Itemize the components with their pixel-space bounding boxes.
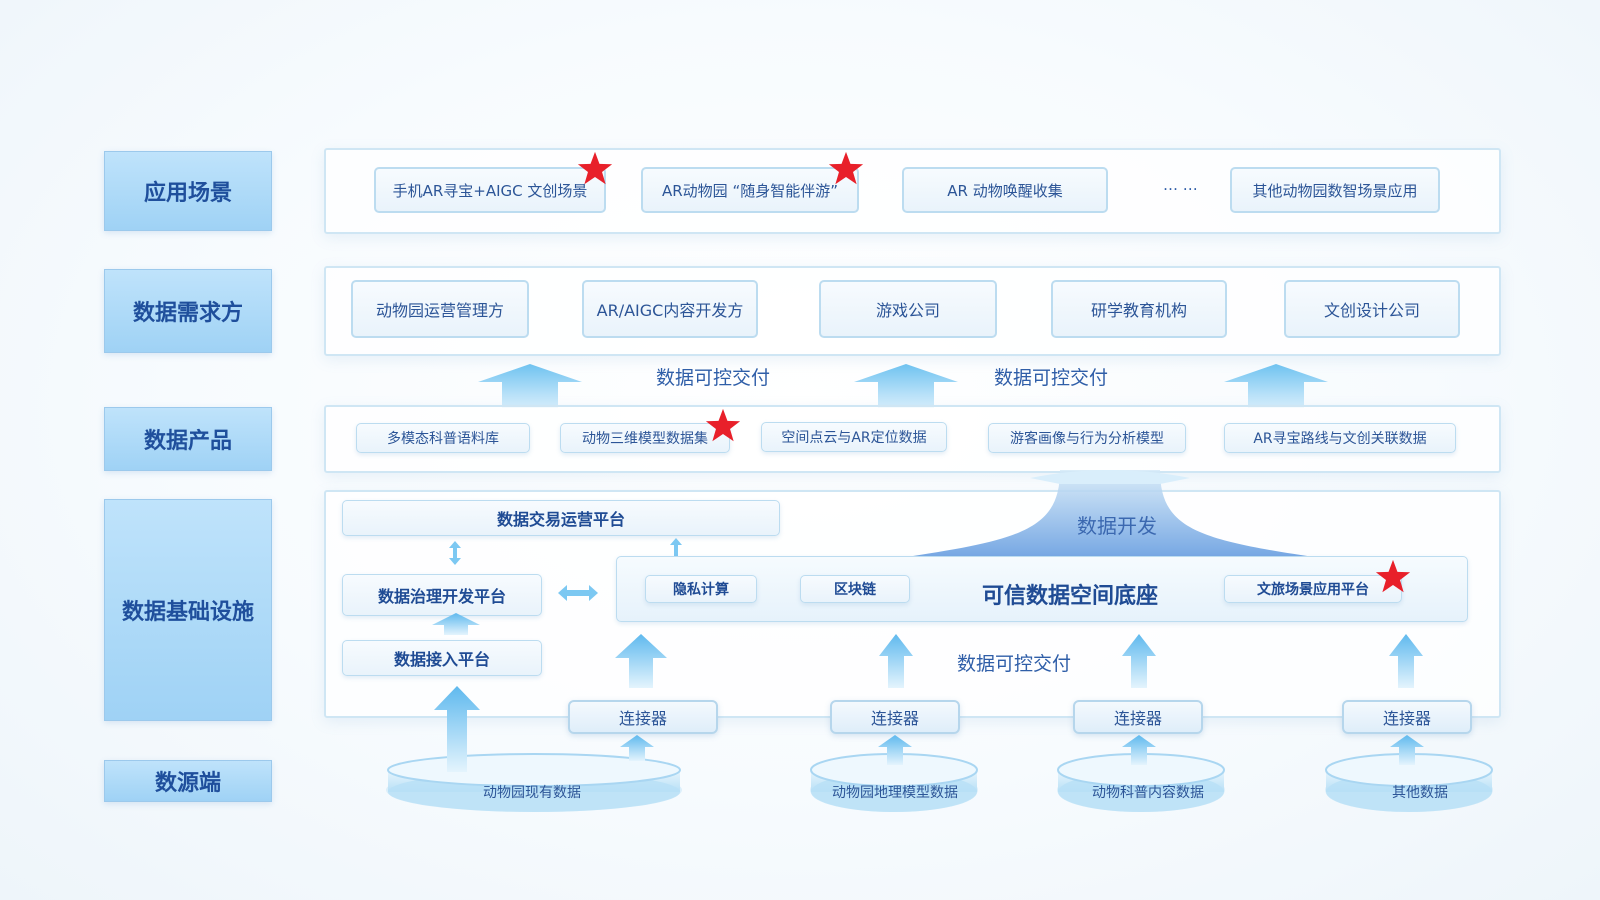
star-icon bbox=[576, 150, 614, 188]
demand-item-education[interactable]: 研学教育机构 bbox=[1051, 280, 1227, 338]
up-arrow-icon bbox=[1224, 364, 1328, 408]
up-arrow-icon bbox=[434, 686, 480, 772]
source-disk-1 bbox=[386, 753, 682, 812]
up-arrow-icon bbox=[878, 735, 912, 765]
up-arrow-icon bbox=[478, 364, 582, 408]
source-disk-4 bbox=[1325, 753, 1493, 812]
bidirectional-arrow-icon bbox=[558, 585, 598, 601]
demand-item-ar-aigc-dev[interactable]: AR/AIGC内容开发方 bbox=[582, 280, 758, 338]
governance-platform[interactable]: 数据治理开发平台 bbox=[342, 574, 542, 616]
app-item-other-scenes[interactable]: 其他动物园数智场景应用 bbox=[1230, 167, 1440, 213]
connector-1[interactable]: 连接器 bbox=[568, 700, 718, 734]
product-item-visitor-profile[interactable]: 游客画像与行为分析模型 bbox=[988, 423, 1186, 453]
tourism-platform[interactable]: 文旅场景应用平台 bbox=[1224, 575, 1402, 603]
up-arrow-icon bbox=[1389, 634, 1423, 688]
demand-item-design-company[interactable]: 文创设计公司 bbox=[1284, 280, 1460, 338]
access-platform[interactable]: 数据接入平台 bbox=[342, 640, 542, 676]
source-label-geo-model: 动物园地理模型数据 bbox=[832, 785, 958, 801]
source-label-existing: 动物园现有数据 bbox=[483, 785, 581, 801]
up-arrow-icon bbox=[854, 364, 958, 408]
blockchain[interactable]: 区块链 bbox=[800, 575, 910, 603]
source-label-science-content: 动物科普内容数据 bbox=[1092, 785, 1204, 801]
demand-item-zoo-operator[interactable]: 动物园运营管理方 bbox=[351, 280, 529, 338]
connector-2[interactable]: 连接器 bbox=[830, 700, 960, 734]
privacy-computing[interactable]: 隐私计算 bbox=[645, 575, 757, 603]
connector-3[interactable]: 连接器 bbox=[1073, 700, 1203, 734]
star-icon bbox=[1374, 558, 1412, 596]
product-item-3d-models[interactable]: 动物三维模型数据集 bbox=[560, 423, 730, 453]
source-disk-3 bbox=[1057, 753, 1225, 812]
app-item-ar-zoo-guide[interactable]: AR动物园 “随身智能伴游” bbox=[641, 167, 859, 213]
bidirectional-arrow-icon bbox=[449, 541, 461, 565]
layer-label-infra: 数据基础设施 bbox=[104, 499, 272, 721]
product-item-corpus[interactable]: 多模态科普语料库 bbox=[356, 423, 530, 453]
demand-item-game-company[interactable]: 游戏公司 bbox=[819, 280, 997, 338]
app-item-ar-animal-awaken[interactable]: AR 动物唤醒收集 bbox=[902, 167, 1108, 213]
layer-label-source: 数源端 bbox=[104, 760, 272, 802]
up-arrow-icon bbox=[620, 735, 654, 761]
product-item-point-cloud[interactable]: 空间点云与AR定位数据 bbox=[761, 422, 947, 452]
up-arrow-icon bbox=[1122, 735, 1156, 765]
connector-4[interactable]: 连接器 bbox=[1342, 700, 1472, 734]
trading-platform[interactable]: 数据交易运营平台 bbox=[342, 500, 780, 536]
delivery-label-infra: 数据可控交付 bbox=[957, 653, 1072, 675]
trusted-base-title: 可信数据空间底座 bbox=[982, 584, 1159, 609]
app-item-ar-treasure[interactable]: 手机AR寻宝+AIGC 文创场景 bbox=[374, 167, 606, 213]
data-development-label: 数据开发 bbox=[1077, 514, 1157, 538]
layer-label-application: 应用场景 bbox=[104, 151, 272, 231]
delivery-label-left: 数据可控交付 bbox=[656, 367, 771, 389]
star-icon bbox=[827, 150, 865, 188]
app-item-ellipsis: … … bbox=[1163, 176, 1198, 194]
up-arrow-icon bbox=[1390, 735, 1424, 765]
up-arrow-icon bbox=[432, 613, 480, 635]
up-arrow-icon bbox=[615, 634, 667, 688]
up-arrow-icon bbox=[670, 538, 682, 558]
up-arrow-icon bbox=[1122, 634, 1156, 688]
product-item-ar-route[interactable]: AR寻宝路线与文创关联数据 bbox=[1224, 423, 1456, 453]
data-development-shape bbox=[900, 470, 1320, 558]
source-label-other: 其他数据 bbox=[1392, 785, 1448, 801]
layer-label-product: 数据产品 bbox=[104, 407, 272, 471]
source-disk-2 bbox=[810, 753, 978, 812]
layer-label-demand: 数据需求方 bbox=[104, 269, 272, 353]
star-icon bbox=[704, 407, 742, 445]
delivery-label-right: 数据可控交付 bbox=[994, 367, 1109, 389]
up-arrow-icon bbox=[879, 634, 913, 688]
